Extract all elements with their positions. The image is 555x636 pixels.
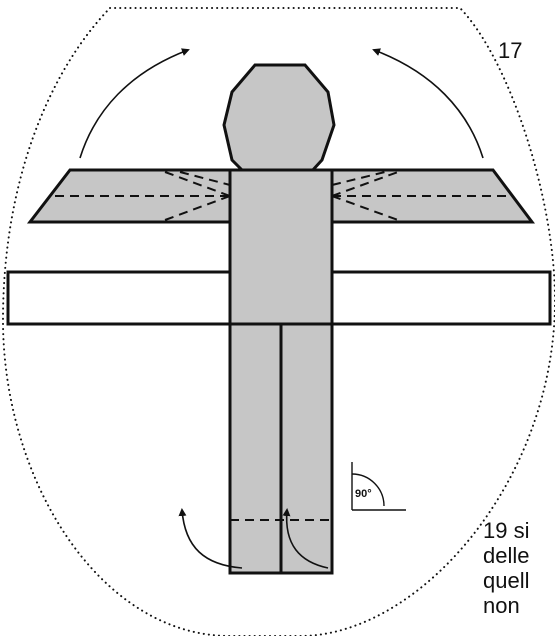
instruction-line: quell: [483, 568, 530, 593]
angle-label: 90°: [355, 488, 372, 500]
instruction-line: delle: [483, 543, 530, 568]
curved-arrow-left-leg-icon: [178, 508, 243, 569]
step-number: 17: [498, 38, 523, 63]
wing-fold-lines: [55, 171, 510, 221]
curved-arrow-up-right-icon: [372, 48, 484, 159]
curved-arrow-up-left-icon: [79, 48, 190, 159]
torso: [228, 168, 334, 326]
dotted-outline: [1, 7, 555, 636]
head: [222, 63, 336, 174]
instruction-line: 19 si: [483, 518, 530, 543]
step-instruction-text: 19 si delle quell non: [483, 520, 529, 620]
instruction-line: non: [483, 593, 520, 618]
curved-arrow-right-leg-icon: [282, 508, 329, 569]
right-angle-icon: [351, 462, 406, 511]
